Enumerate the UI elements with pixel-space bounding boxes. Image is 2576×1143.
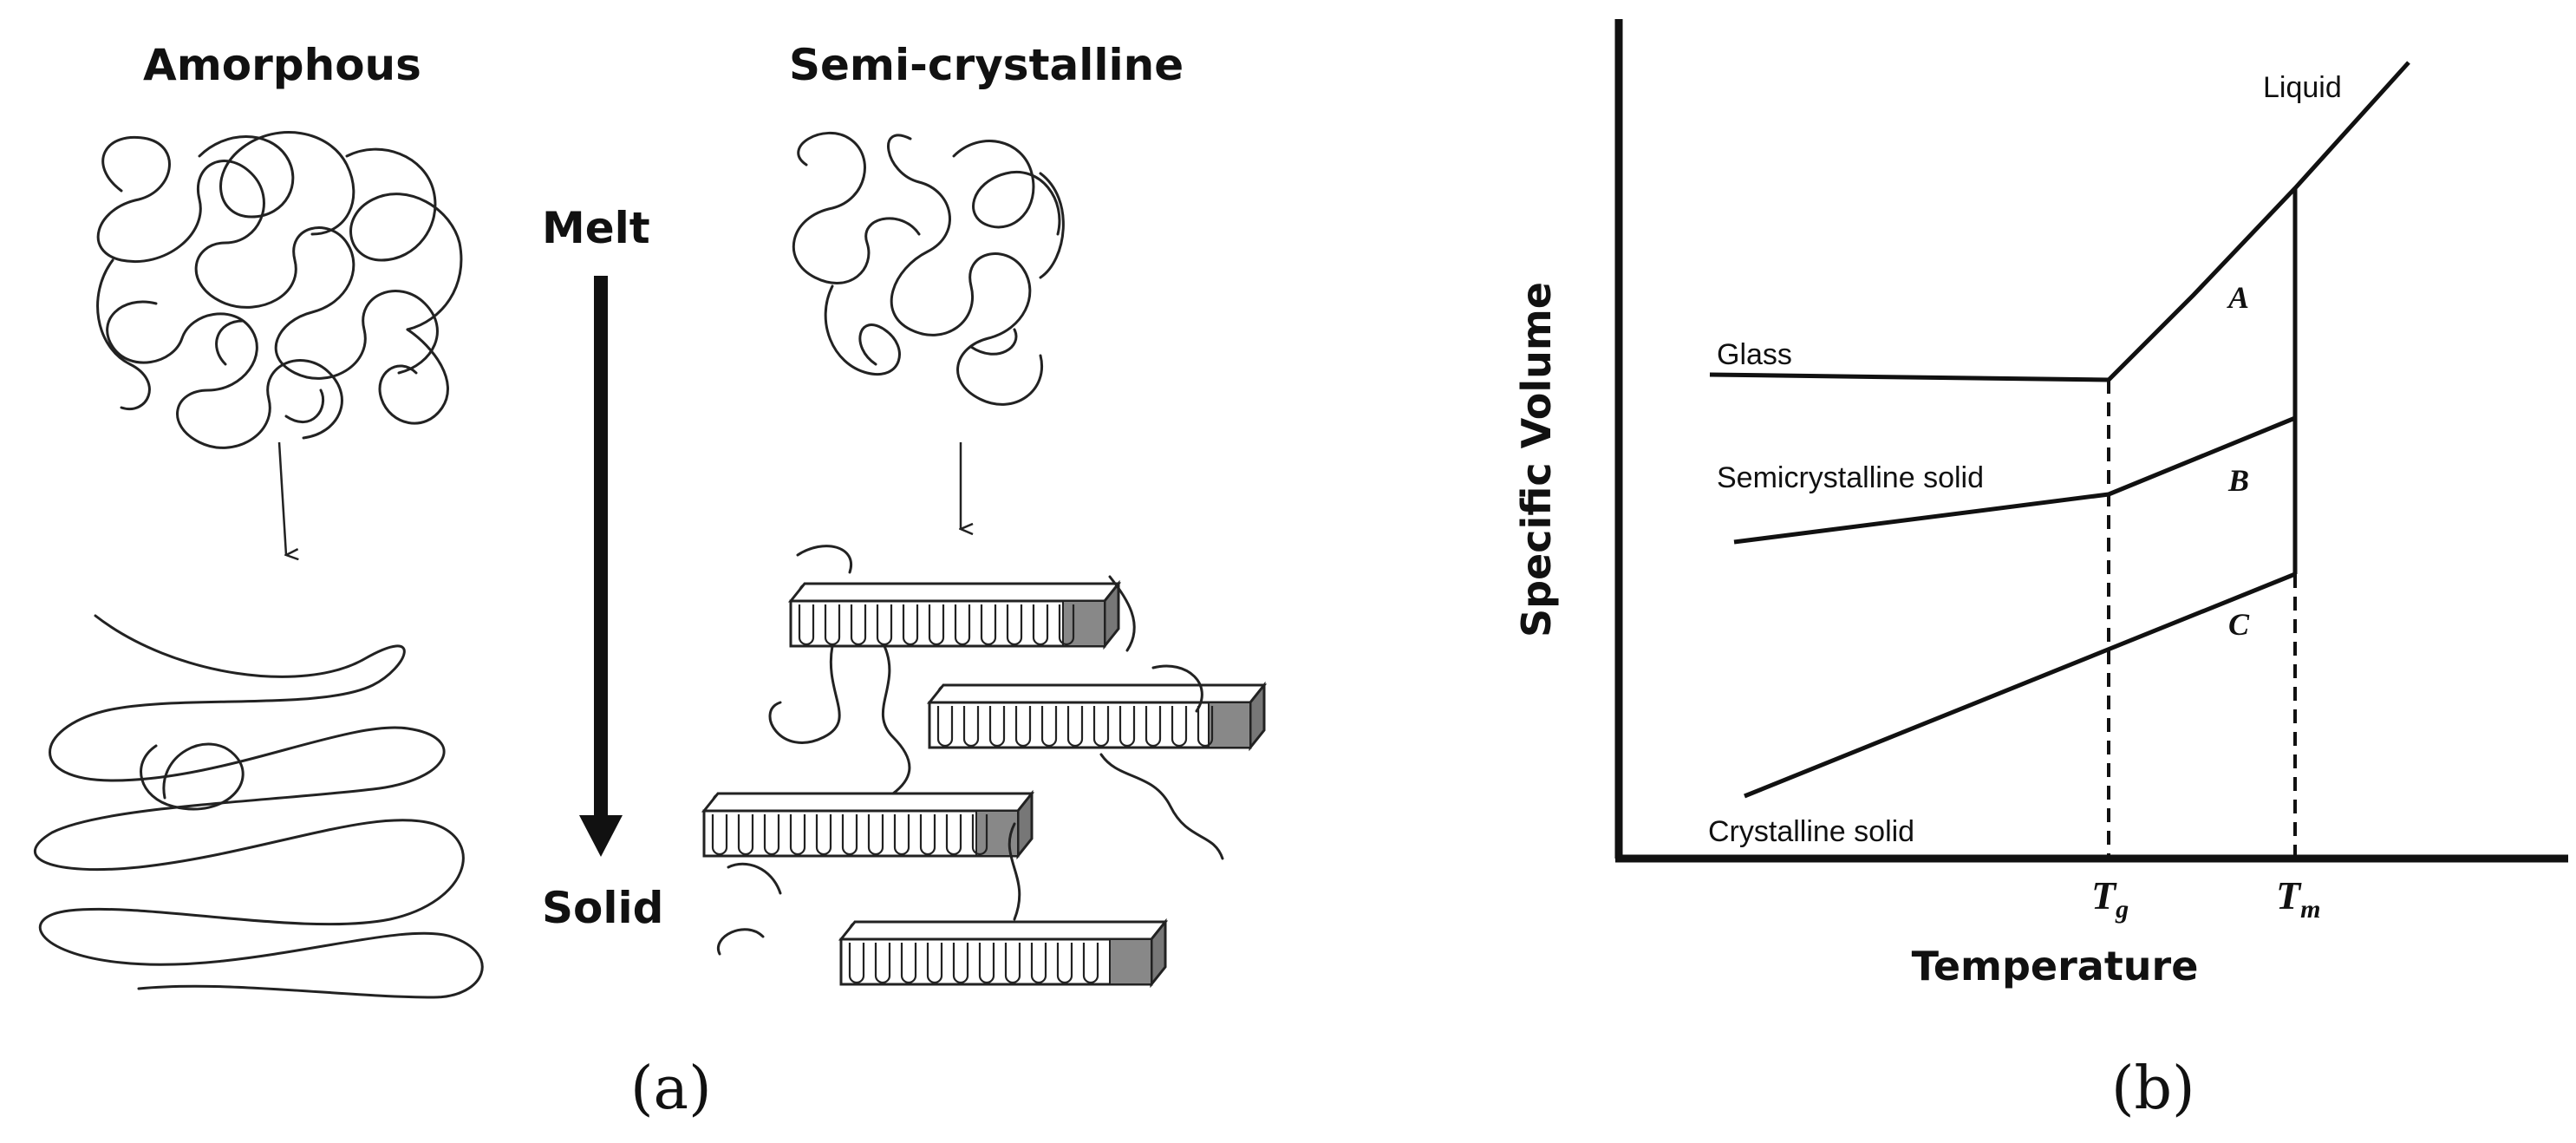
semicrystalline-title: Semi-crystalline: [789, 40, 1184, 90]
panel-a: Amorphous Semi-crystalline Melt Solid: [0, 0, 1283, 1143]
tg-sub: g: [2115, 895, 2129, 924]
panel-a-drawing: [33, 131, 1268, 999]
amorphous-melt-coil: [96, 131, 463, 449]
melt-to-solid-arrow: [579, 276, 623, 857]
semicrystalline-melt-coil: [792, 131, 1065, 406]
region-b-label: B: [2227, 463, 2249, 498]
solid-label: Solid: [542, 883, 664, 933]
crystal-lamellae: [701, 579, 1268, 989]
region-a-label: A: [2227, 280, 2249, 315]
crystal-lamella: [701, 789, 1035, 860]
x-axis-title: Temperature: [1912, 943, 2199, 990]
amorphous-arrow: [277, 441, 286, 555]
y-axis-title: Specific Volume: [1513, 282, 1560, 637]
glass-label: Glass: [1717, 338, 1792, 371]
melt-label: Melt: [542, 203, 650, 253]
crystal-lamella: [838, 918, 1169, 989]
crystal-lamella: [787, 579, 1122, 650]
panel-a-caption: (a): [630, 1055, 712, 1123]
region-c-label: C: [2228, 607, 2250, 642]
glass-liquid-curve: [1709, 61, 2410, 382]
amorphous-title: Amorphous: [143, 40, 421, 90]
tm-tick-label: Tm: [2276, 873, 2320, 924]
tm-main: T: [2276, 873, 2302, 918]
crystalline-curve: [1744, 572, 2296, 799]
specific-volume-plot: Liquid Glass Semicrystalline solid Cryst…: [1513, 19, 2568, 990]
tg-main: T: [2091, 873, 2117, 918]
panel-b: Liquid Glass Semicrystalline solid Cryst…: [1474, 0, 2576, 1143]
liquid-label: Liquid: [2263, 71, 2342, 104]
crystalline-label: Crystalline solid: [1708, 815, 1914, 848]
tie-chains: [716, 545, 1224, 956]
semicrystalline-label: Semicrystalline solid: [1717, 461, 1984, 494]
amorphous-solid-chains: [33, 614, 484, 999]
crystal-lamella: [926, 681, 1268, 752]
tg-tick-label: Tg: [2091, 873, 2129, 924]
tm-sub: m: [2300, 895, 2320, 924]
panel-b-caption: (b): [2111, 1055, 2195, 1123]
